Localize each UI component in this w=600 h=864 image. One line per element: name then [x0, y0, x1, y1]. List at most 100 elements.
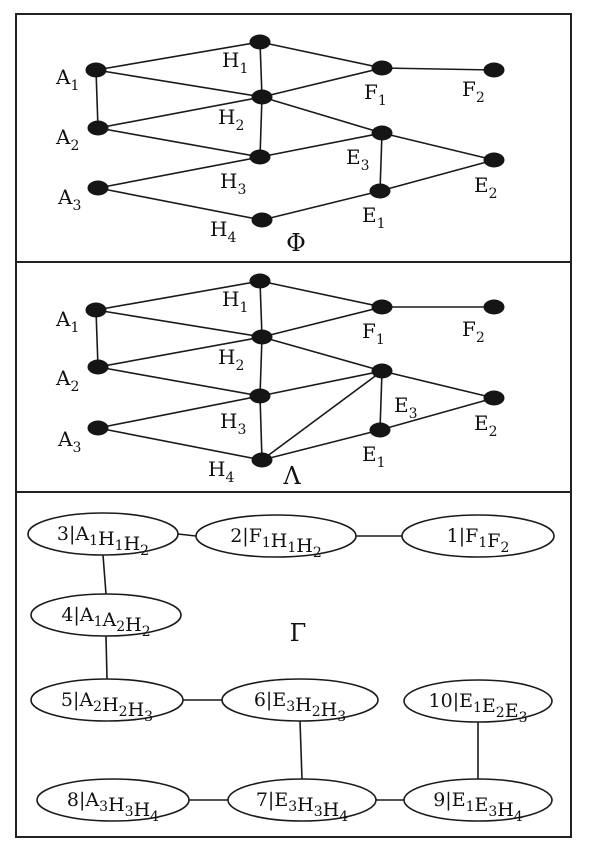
clique-label-c2: 2|F1H1H2 — [230, 525, 322, 561]
vertex-label-H4: H4 — [208, 457, 234, 486]
clique-graph-gamma: 3|A1H1H22|F1H1H21|F1F24|A1A2H25|A2H2H36|… — [27, 512, 555, 825]
vertex-label-H2: H2 — [218, 345, 244, 374]
edge-H4-E1 — [261, 429, 381, 461]
vertex-A3 — [87, 180, 109, 196]
clique-node-c9 — [403, 778, 553, 822]
vertex-H2 — [251, 89, 273, 105]
vertex-label-E2: E2 — [474, 173, 498, 202]
edge-A3-H4 — [97, 187, 263, 221]
vertex-F2 — [483, 62, 505, 78]
clique-label-c8: 8|A3H3H4 — [67, 789, 159, 825]
edge-A3-H3 — [97, 156, 261, 189]
edge-E1-E2 — [379, 397, 495, 431]
vertex-label-H3: H3 — [220, 169, 246, 198]
vertex-E3 — [371, 125, 393, 141]
panel-title-phi: Φ — [286, 229, 306, 257]
panel-lambda-frame — [15, 261, 572, 493]
clique-label-c4: 4|A1A2H2 — [61, 604, 150, 640]
vertex-H1 — [249, 273, 271, 289]
edge-H1-F1 — [259, 41, 383, 69]
edge-A1-A2 — [95, 309, 99, 368]
edge-A3-H3 — [97, 395, 261, 429]
vertex-label-F2: F2 — [462, 317, 485, 346]
edge-E3-E1 — [379, 132, 383, 192]
vertex-H4 — [251, 212, 273, 228]
edge-E3-E2 — [381, 132, 495, 161]
vertex-A2 — [87, 359, 109, 375]
vertex-H2 — [251, 329, 273, 345]
panel-title-lambda: Λ — [282, 462, 301, 490]
vertex-label-E1: E1 — [362, 203, 386, 232]
edge-H3-H4 — [259, 395, 263, 461]
edge-E1-E2 — [379, 159, 495, 192]
vertex-label-A1: A1 — [55, 65, 79, 94]
panel-title-gamma: Γ — [290, 619, 307, 647]
clique-node-c7 — [227, 778, 377, 822]
edge-H2-E3 — [261, 336, 383, 372]
vertex-label-H1: H1 — [222, 287, 248, 316]
vertex-label-E3: E3 — [394, 393, 418, 422]
clique-edge-c3-c2 — [177, 533, 197, 537]
edge-E3-E2 — [381, 370, 495, 399]
edge-A2-H2 — [97, 336, 263, 368]
edge-H2-H3 — [259, 96, 263, 158]
vertex-F2 — [483, 299, 505, 315]
vertex-label-H4: H4 — [210, 217, 236, 246]
edge-H3-E3 — [259, 132, 383, 158]
vertex-A1 — [85, 62, 107, 78]
vertex-E2 — [483, 152, 505, 168]
vertex-label-A1: A1 — [55, 307, 79, 336]
clique-node-c6 — [221, 678, 379, 722]
vertex-A2 — [87, 120, 109, 136]
vertex-A1 — [85, 302, 107, 318]
edge-E3-E1 — [379, 370, 383, 431]
clique-label-c6: 6|E3H2H3 — [254, 689, 346, 725]
edge-H2-F1 — [261, 67, 383, 98]
clique-node-c5 — [30, 678, 184, 722]
edge-H4-E3 — [261, 370, 383, 461]
vertex-H3 — [249, 388, 271, 404]
vertex-label-F2: F2 — [462, 77, 485, 106]
vertex-H3 — [249, 149, 271, 165]
vertex-A3 — [87, 420, 109, 436]
edge-H2-F1 — [261, 306, 383, 338]
edge-A2-H3 — [97, 127, 261, 158]
edge-H1-H2 — [259, 280, 263, 338]
vertex-E2 — [483, 390, 505, 406]
edge-A3-H4 — [97, 427, 263, 461]
vertex-E1 — [369, 422, 391, 438]
edge-A1-H1 — [95, 41, 261, 71]
vertex-H1 — [249, 34, 271, 50]
vertex-label-F1: F1 — [362, 319, 385, 348]
vertex-F1 — [371, 299, 393, 315]
vertex-E1 — [369, 183, 391, 199]
panel-gamma-frame — [15, 491, 572, 838]
vertex-label-A2: A2 — [55, 366, 79, 395]
edge-A1-H2 — [95, 69, 263, 98]
vertex-label-H1: H1 — [222, 48, 248, 77]
edge-A1-A2 — [95, 69, 99, 129]
edge-H1-F1 — [259, 280, 383, 308]
clique-edge-c6-c7 — [299, 720, 303, 780]
vertex-label-E3: E3 — [346, 145, 370, 174]
clique-node-c8 — [36, 778, 190, 822]
edge-F1-F2 — [381, 67, 495, 71]
edge-A1-H1 — [95, 280, 261, 311]
clique-label-c3: 3|A1H1H2 — [57, 523, 149, 559]
edge-A2-H2 — [97, 96, 263, 129]
clique-node-c10 — [403, 679, 553, 723]
clique-node-c2 — [195, 514, 357, 558]
edge-H1-H2 — [259, 41, 263, 98]
edge-A2-H3 — [97, 366, 261, 397]
vertex-label-F1: F1 — [364, 80, 387, 109]
vertex-F1 — [371, 60, 393, 76]
vertex-label-A3: A3 — [57, 185, 81, 214]
edge-H4-E1 — [261, 190, 381, 221]
vertex-label-E1: E1 — [362, 442, 386, 471]
vertex-label-A2: A2 — [55, 125, 79, 154]
clique-edge-c3-c4 — [102, 554, 107, 595]
vertex-E3 — [371, 363, 393, 379]
edge-H3-E3 — [259, 370, 383, 397]
